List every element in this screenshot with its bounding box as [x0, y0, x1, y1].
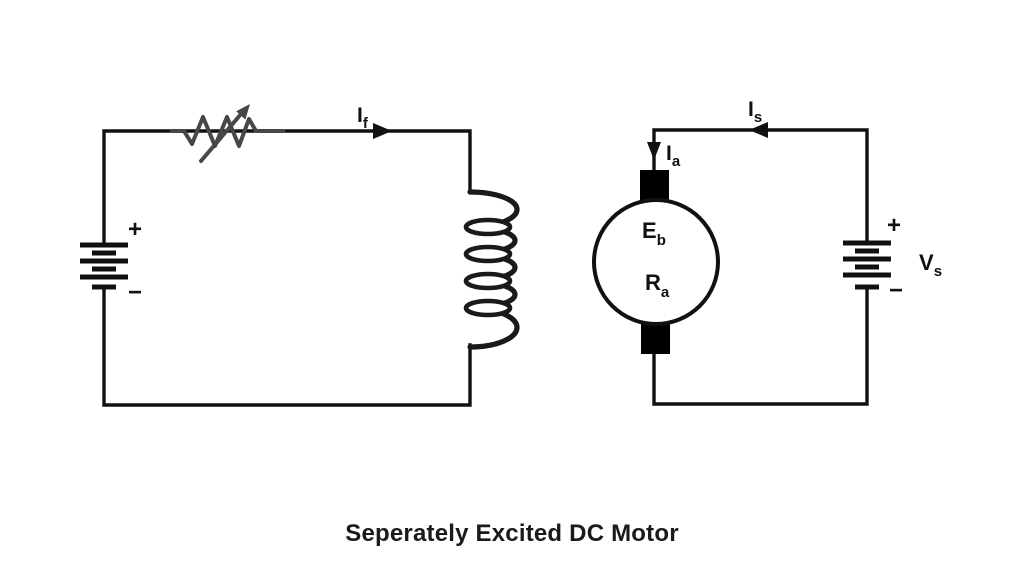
armature-current-arrow	[647, 142, 661, 160]
rheostat-arrow-shaft	[199, 112, 243, 163]
field-winding-coil	[463, 189, 520, 350]
field-circuit-wire	[102, 129, 472, 407]
field-current-arrow	[373, 123, 392, 139]
motor-body	[592, 198, 720, 326]
rheostat-arrow-head	[236, 104, 250, 120]
coil-loop	[463, 298, 513, 318]
coil-loop	[463, 271, 513, 291]
field-battery-minus-sign: −	[128, 279, 142, 306]
supply-current-label: Is	[748, 98, 762, 126]
field-circuit: + − If	[80, 104, 520, 407]
battery-long-plates	[843, 240, 891, 278]
battery-long-plates	[80, 242, 128, 280]
motor-symbol: Eb Ra	[592, 170, 720, 354]
armature-current-label: Ia	[666, 142, 681, 170]
coil-loop	[463, 217, 513, 237]
rheostat-symbol	[170, 104, 285, 163]
motor-top-brush	[640, 170, 669, 201]
battery-short-plates	[92, 250, 116, 290]
battery-short-plates	[855, 248, 879, 290]
diagram-caption: Seperately Excited DC Motor	[345, 520, 679, 547]
armature-battery-minus-sign: −	[889, 277, 903, 304]
field-battery-plus-sign: +	[128, 216, 142, 243]
supply-current-arrow	[749, 122, 768, 138]
armature-circuit: Is Ia Eb Ra + − Vs	[592, 98, 942, 406]
armature-resistance-label: Ra	[645, 270, 670, 301]
armature-supply-battery: + − Vs	[843, 212, 942, 304]
back-emf-label: Eb	[642, 218, 666, 249]
coil-turns	[467, 189, 520, 350]
armature-battery-plus-sign: +	[887, 212, 901, 239]
supply-voltage-label: Vs	[919, 250, 942, 280]
coil-loop	[463, 244, 513, 264]
field-supply-battery: + −	[80, 216, 142, 306]
motor-bottom-brush	[641, 323, 670, 354]
field-current-label: If	[357, 104, 369, 132]
rheostat-zigzag	[170, 115, 285, 148]
